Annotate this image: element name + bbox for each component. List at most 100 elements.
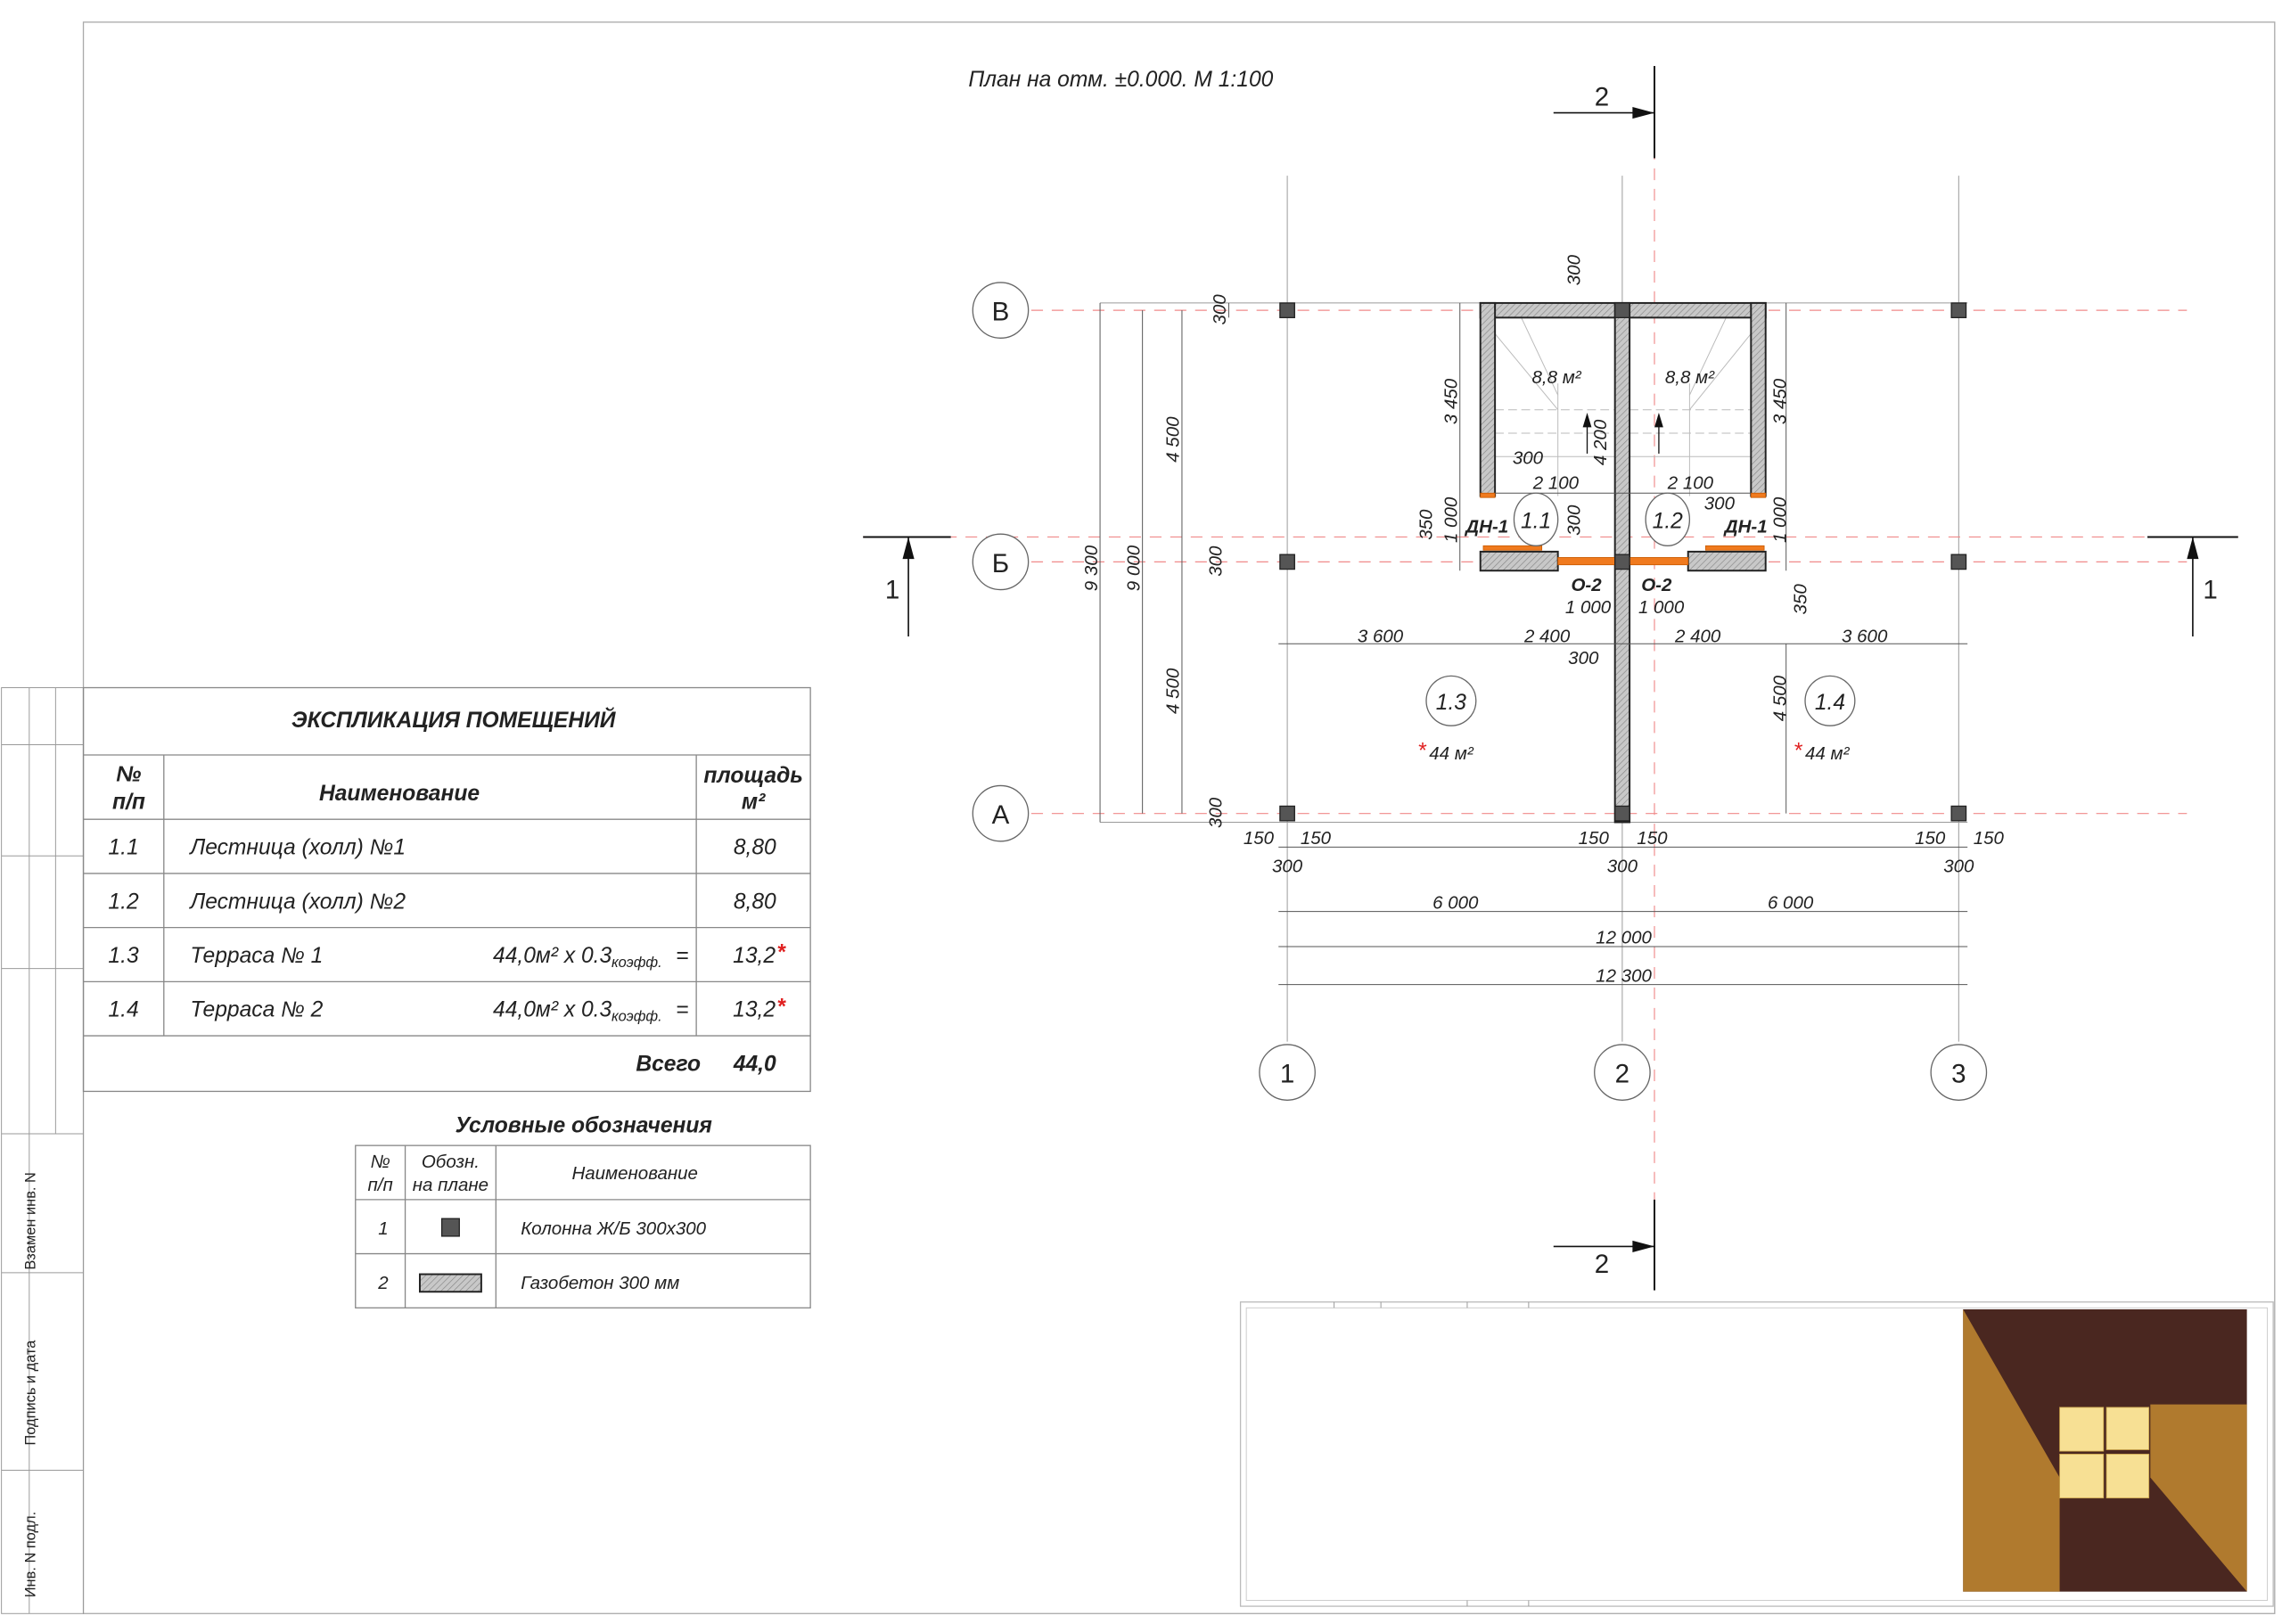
dim-label: 300 — [1607, 856, 1638, 876]
header-area: площадь — [703, 764, 803, 788]
explication-title: ЭКСПЛИКАЦИЯ ПОМЕЩЕНИЙ — [291, 707, 617, 733]
dim-label: 150 — [1637, 828, 1668, 849]
asterisk: * — [776, 995, 786, 1019]
legend-table — [355, 1144, 811, 1308]
dim-label: 1 000 — [1565, 597, 1612, 618]
row-formula: 44,0м² х 0.3 — [493, 944, 612, 968]
legend-title: Условные обозначения — [456, 1113, 713, 1137]
dim-label: 2 100 — [1532, 472, 1580, 493]
table-row: 1.4 Терраса № 2 44,0м² х 0.3 коэфф. = 13… — [108, 995, 786, 1024]
table-row: 1.1 Лестница (холл) №1 8,80 — [108, 836, 776, 860]
dim-label: 2 100 — [1667, 472, 1714, 493]
window-label: О-2 — [1641, 575, 1672, 595]
room-area: 8,8 м² — [1532, 367, 1582, 388]
row-area: 8,80 — [734, 836, 776, 860]
stamp-replace-inv: Взамен инв. N — [22, 1172, 38, 1270]
dimension-labels: 300 9 300 9 000 4 500 4 500 300 300 300 … — [1081, 254, 2005, 986]
asterisk: * — [1794, 739, 1803, 763]
aerated-concrete-symbol-icon — [418, 1273, 482, 1293]
dim-label: 350 — [1416, 509, 1437, 540]
dim-label: 300 — [1513, 447, 1544, 468]
plan-title: План на отм. ±0.000. М 1:100 — [968, 68, 1273, 92]
table-row: 1.3 Терраса № 1 44,0м² х 0.3 коэфф. = 13… — [108, 941, 786, 971]
room-number: 1.1 — [1521, 510, 1551, 534]
room-area: 8,8 м² — [1665, 367, 1715, 388]
total-label: Всего — [636, 1052, 701, 1076]
asterisk: * — [776, 941, 786, 965]
column-symbol-icon — [440, 1218, 460, 1237]
row-area: 13,2 — [733, 998, 776, 1022]
room-number: 1.3 — [1436, 691, 1467, 715]
axis-row-a: А — [992, 800, 1010, 830]
dim-label: 300 — [1205, 797, 1226, 828]
axis-col-2: 2 — [1615, 1060, 1629, 1089]
dim-label: 300 — [1943, 856, 1974, 876]
row-formula-eq: = — [676, 998, 688, 1022]
sheet-border — [82, 21, 2276, 1614]
dim-label: 3 600 — [1358, 627, 1404, 647]
dim-label: 3 450 — [1770, 378, 1791, 424]
axis-row-b: Б — [992, 549, 1009, 578]
dim-label: 300 — [1272, 856, 1303, 876]
row-formula-sub: коэфф. — [612, 1009, 662, 1025]
stamp-inv-original: Инв. N подл. — [22, 1512, 38, 1597]
dim-label: 4 500 — [1163, 668, 1184, 714]
legend-header-num: № — [371, 1152, 390, 1172]
dim-label: 4 200 — [1590, 419, 1611, 465]
dim-label: 9 000 — [1123, 545, 1144, 591]
header-area-unit: м² — [742, 791, 766, 815]
dim-label: 1 000 — [1770, 496, 1791, 543]
row-num: 1.3 — [108, 944, 139, 968]
room-area: 44 м² — [1805, 743, 1851, 764]
row-formula-eq: = — [676, 944, 688, 968]
dim-label: 300 — [1210, 294, 1230, 325]
dim-label: 4 500 — [1770, 675, 1791, 721]
stamp-signature-date: Подпись и дата — [22, 1340, 38, 1446]
room-labels: 8,8 м² 8,8 м² 1.1 1.2 1.3 1.4 * 44 м² * … — [1417, 367, 1856, 764]
side-stamp: Взамен инв. N Подпись и дата Инв. N подл… — [1, 687, 85, 1614]
row-num: 1.4 — [108, 998, 138, 1022]
legend-row-name: Газобетон 300 мм — [521, 1273, 679, 1293]
dim-label: 9 300 — [1081, 545, 1102, 591]
axis-row-v: В — [992, 298, 1010, 327]
legend-row-num: 2 — [377, 1273, 389, 1293]
dim-label: 350 — [1791, 584, 1811, 615]
dim-label: 300 — [1205, 545, 1226, 577]
columns — [1279, 302, 1967, 822]
room-area: 44 м² — [1429, 743, 1474, 764]
section-2-label-bottom: 2 — [1595, 1250, 1609, 1279]
room-number: 1.4 — [1815, 691, 1845, 715]
section-1-label-right: 1 — [2203, 575, 2217, 604]
dim-label: 150 — [1974, 828, 2005, 849]
section-2-label-top: 2 — [1595, 82, 1609, 111]
section-1-label-left: 1 — [885, 575, 899, 604]
dim-label: 1 000 — [1638, 597, 1685, 618]
stairs — [1494, 317, 1752, 496]
dim-label: 6 000 — [1432, 892, 1479, 913]
dim-label: 300 — [1564, 504, 1584, 536]
row-name: Лестница (холл) №2 — [188, 890, 406, 914]
dim-label: 300 — [1568, 648, 1599, 668]
legend-header-symbol: Обозн. — [422, 1152, 480, 1172]
explication-table — [82, 686, 811, 1093]
dim-label: 12 300 — [1596, 965, 1652, 986]
row-name: Лестница (холл) №1 — [188, 836, 406, 860]
section-line-2: 2 2 — [1553, 66, 1655, 1291]
dim-label: 4 500 — [1163, 416, 1184, 463]
legend-row-name: Колонна Ж/Б 300х300 — [521, 1218, 706, 1239]
window-label: О-2 — [1571, 575, 1602, 595]
dim-label: 150 — [1244, 828, 1275, 849]
dim-label: 150 — [1915, 828, 1946, 849]
axis-col-1: 1 — [1280, 1060, 1294, 1089]
legend-row-num: 1 — [378, 1218, 388, 1239]
row-num: 1.1 — [108, 836, 138, 860]
dim-label: 3 450 — [1441, 378, 1461, 424]
title-block — [1239, 1301, 2274, 1607]
total-value: 44,0 — [733, 1052, 776, 1076]
door-label: ДН-1 — [1464, 517, 1508, 537]
axis-bubbles: В Б А 1 2 3 — [972, 282, 1988, 1101]
dim-label: 300 — [1564, 254, 1584, 285]
company-logo — [1963, 1308, 2247, 1592]
legend-header-num: п/п — [368, 1175, 393, 1195]
header-num: № — [116, 763, 141, 787]
